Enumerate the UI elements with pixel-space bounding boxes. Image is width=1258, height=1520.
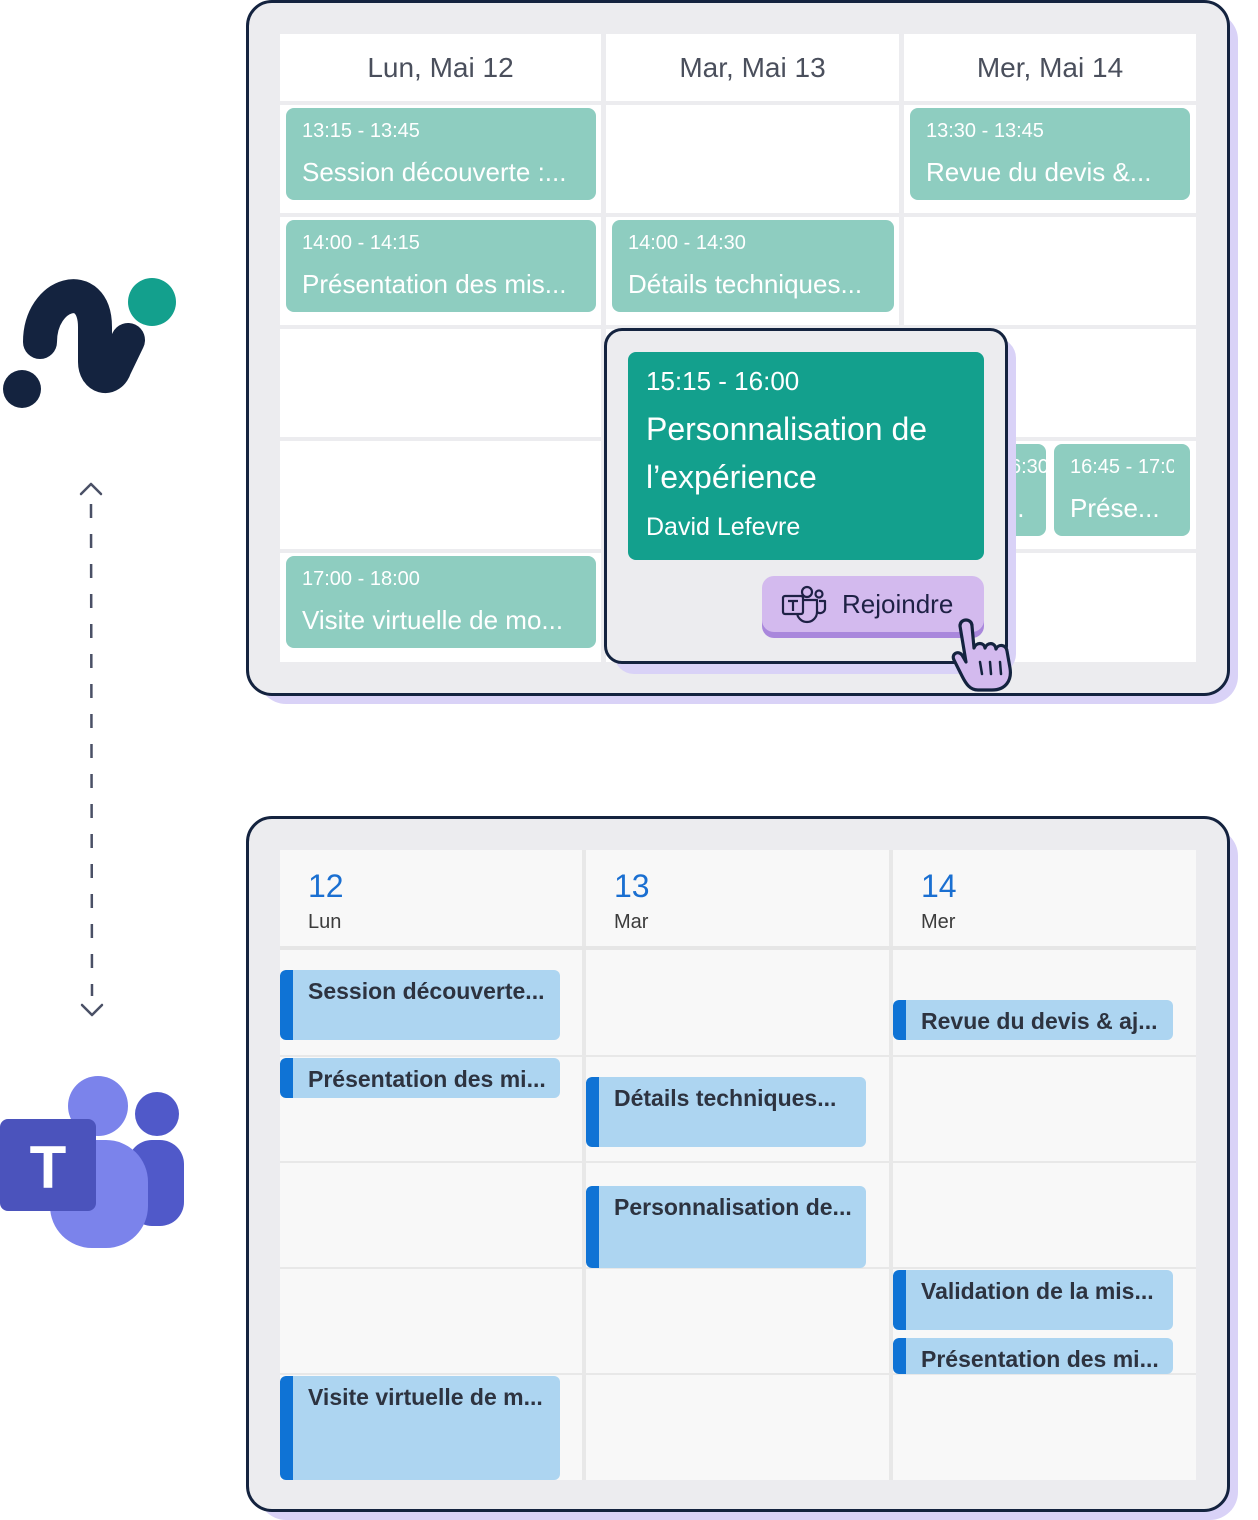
- popup-time: 15:15 - 16:00: [646, 366, 800, 396]
- teams-event[interactable]: Validation de la mis...: [893, 1270, 1173, 1330]
- popup-person: David Lefevre: [646, 513, 801, 541]
- sync-arrows-icon: [79, 482, 104, 1017]
- teams-day-header-mon: 12 Lun: [308, 868, 344, 933]
- teams-event[interactable]: Visite virtuelle de m...: [280, 1376, 560, 1480]
- event-card[interactable]: 17:00 - 18:00 Visite virtuelle de mo...: [286, 556, 596, 648]
- join-button-label: Rejoindre: [842, 588, 954, 619]
- day-header-tue: Mar, Mai 13: [679, 52, 826, 83]
- teams-event[interactable]: Détails techniques...: [586, 1077, 866, 1147]
- brand-logo-icon: [3, 278, 176, 408]
- teams-event[interactable]: Session découverte...: [280, 970, 560, 1040]
- teams-event[interactable]: Personnalisation de...: [586, 1186, 866, 1268]
- event-card[interactable]: 13:30 - 13:45 Revue du devis &...: [910, 108, 1190, 200]
- join-button[interactable]: Rejoindre: [762, 576, 984, 632]
- popup-title: Personnalisation de l’expérience: [646, 411, 928, 495]
- teams-logo-icon: T: [0, 1076, 184, 1248]
- event-card[interactable]: 14:00 - 14:15 Présentation des mis...: [286, 220, 596, 312]
- teams-icon: [781, 585, 827, 624]
- hand-cursor-icon: [951, 618, 1012, 692]
- teams-event[interactable]: Revue du devis & aj...: [893, 1000, 1173, 1040]
- event-card[interactable]: 16:45 - 17:00 Prése...: [1054, 444, 1190, 536]
- event-card[interactable]: 14:00 - 14:30 Détails techniques...: [612, 220, 894, 312]
- day-header-wed: Mer, Mai 14: [976, 52, 1124, 83]
- event-card[interactable]: 13:15 - 13:45 Session découverte :...: [286, 108, 596, 200]
- teams-calendar-grid: [280, 850, 1196, 1480]
- popup-event-card[interactable]: 15:15 - 16:00 Personnalisation de l’expé…: [628, 352, 984, 560]
- teams-day-header-wed: 14 Mer: [921, 868, 957, 933]
- day-header-mon: Lun, Mai 12: [367, 52, 514, 83]
- teams-event[interactable]: Présentation des mi...: [280, 1058, 560, 1098]
- teams-day-header-tue: 13 Mar: [614, 868, 650, 933]
- teams-event[interactable]: Présentation des mi...: [893, 1338, 1173, 1374]
- svg-text:T: T: [30, 1134, 67, 1201]
